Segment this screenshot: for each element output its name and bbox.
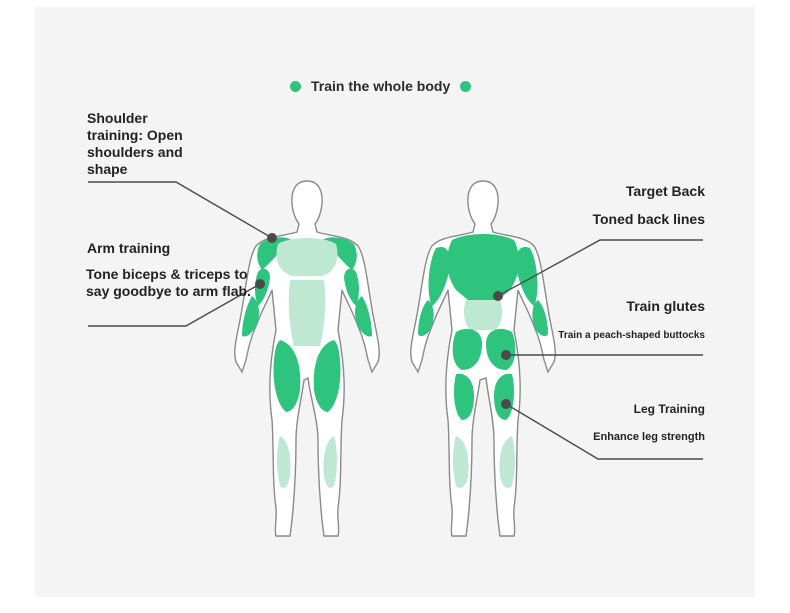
- leg-body: Enhance leg strength: [560, 430, 705, 444]
- dot-shoulder: [267, 233, 277, 243]
- arm-heading: Arm training: [87, 240, 247, 257]
- front-figure: [235, 181, 379, 536]
- title-left-dot: [290, 81, 301, 92]
- glutes-body: Train a peach-shaped buttocks: [545, 329, 705, 342]
- title-right-dot: [460, 81, 471, 92]
- dot-arm: [255, 279, 265, 289]
- leg-heading: Leg Training: [560, 402, 705, 417]
- back-body: Toned back lines: [560, 211, 705, 228]
- dot-leg: [501, 399, 511, 409]
- dot-glutes: [501, 350, 511, 360]
- back-heading: Target Back: [560, 183, 705, 200]
- front-abs: [289, 280, 325, 346]
- shoulder-heading: Shoulder training: Open shoulders and sh…: [87, 110, 197, 178]
- leader-shoulder: [88, 182, 272, 238]
- front-chest: [277, 238, 338, 276]
- arm-body: Tone biceps & triceps to say goodbye to …: [86, 266, 256, 300]
- glutes-heading: Train glutes: [560, 298, 705, 315]
- title-row: Train the whole body: [290, 77, 500, 95]
- diagram-title: Train the whole body: [311, 78, 450, 94]
- dot-back: [493, 291, 503, 301]
- back-lower-lats: [464, 300, 502, 330]
- back-figure: [411, 181, 555, 536]
- front-body-outline: [235, 181, 379, 536]
